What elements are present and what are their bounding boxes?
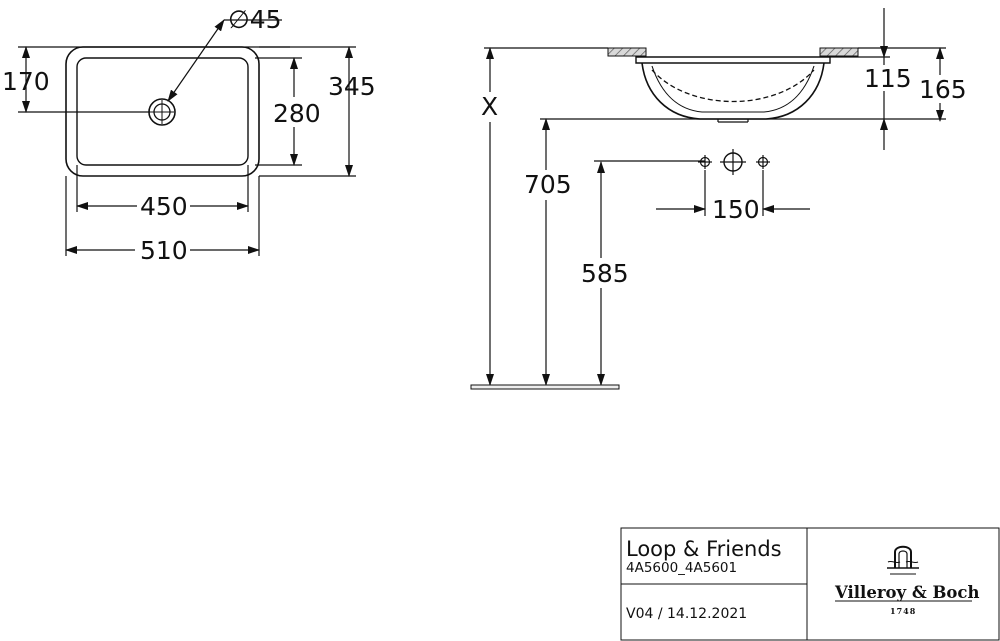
drain-leader-line: [167, 19, 225, 102]
label-drain-diameter: ∅45: [228, 5, 282, 34]
floor-line: [470, 384, 620, 390]
drain-symbol: [148, 98, 176, 126]
countertop-left: [607, 47, 647, 57]
basin-dashed-profile: [651, 69, 815, 103]
label-150: 150: [712, 195, 760, 224]
countertop-right: [819, 47, 859, 57]
logo-text: Villeroy & Boch: [834, 583, 979, 602]
basin-bowl: [641, 62, 825, 120]
side-view: [470, 8, 946, 390]
label-inner-width: 450: [140, 192, 188, 221]
label-outer-depth: 345: [328, 72, 376, 101]
top-view: [18, 19, 356, 256]
label-outer-width: 510: [140, 236, 188, 265]
label-x: X: [481, 92, 498, 121]
label-165: 165: [919, 75, 967, 104]
product-name: Loop & Friends: [626, 537, 782, 561]
label-115: 115: [864, 64, 912, 93]
label-drain-offset: 170: [2, 67, 50, 96]
label-705: 705: [524, 170, 572, 199]
tap-hole-symbols: [698, 149, 770, 175]
basin-rim: [635, 56, 831, 64]
title-block: [620, 527, 1000, 641]
label-585: 585: [581, 259, 629, 288]
article-numbers: 4A5600_4A5601: [626, 560, 737, 576]
label-inner-depth: 280: [273, 99, 321, 128]
logo-year: 1748: [890, 606, 916, 616]
version-date: V04 / 14.12.2021: [626, 606, 747, 622]
villeroy-boch-logo-icon: [887, 545, 919, 575]
